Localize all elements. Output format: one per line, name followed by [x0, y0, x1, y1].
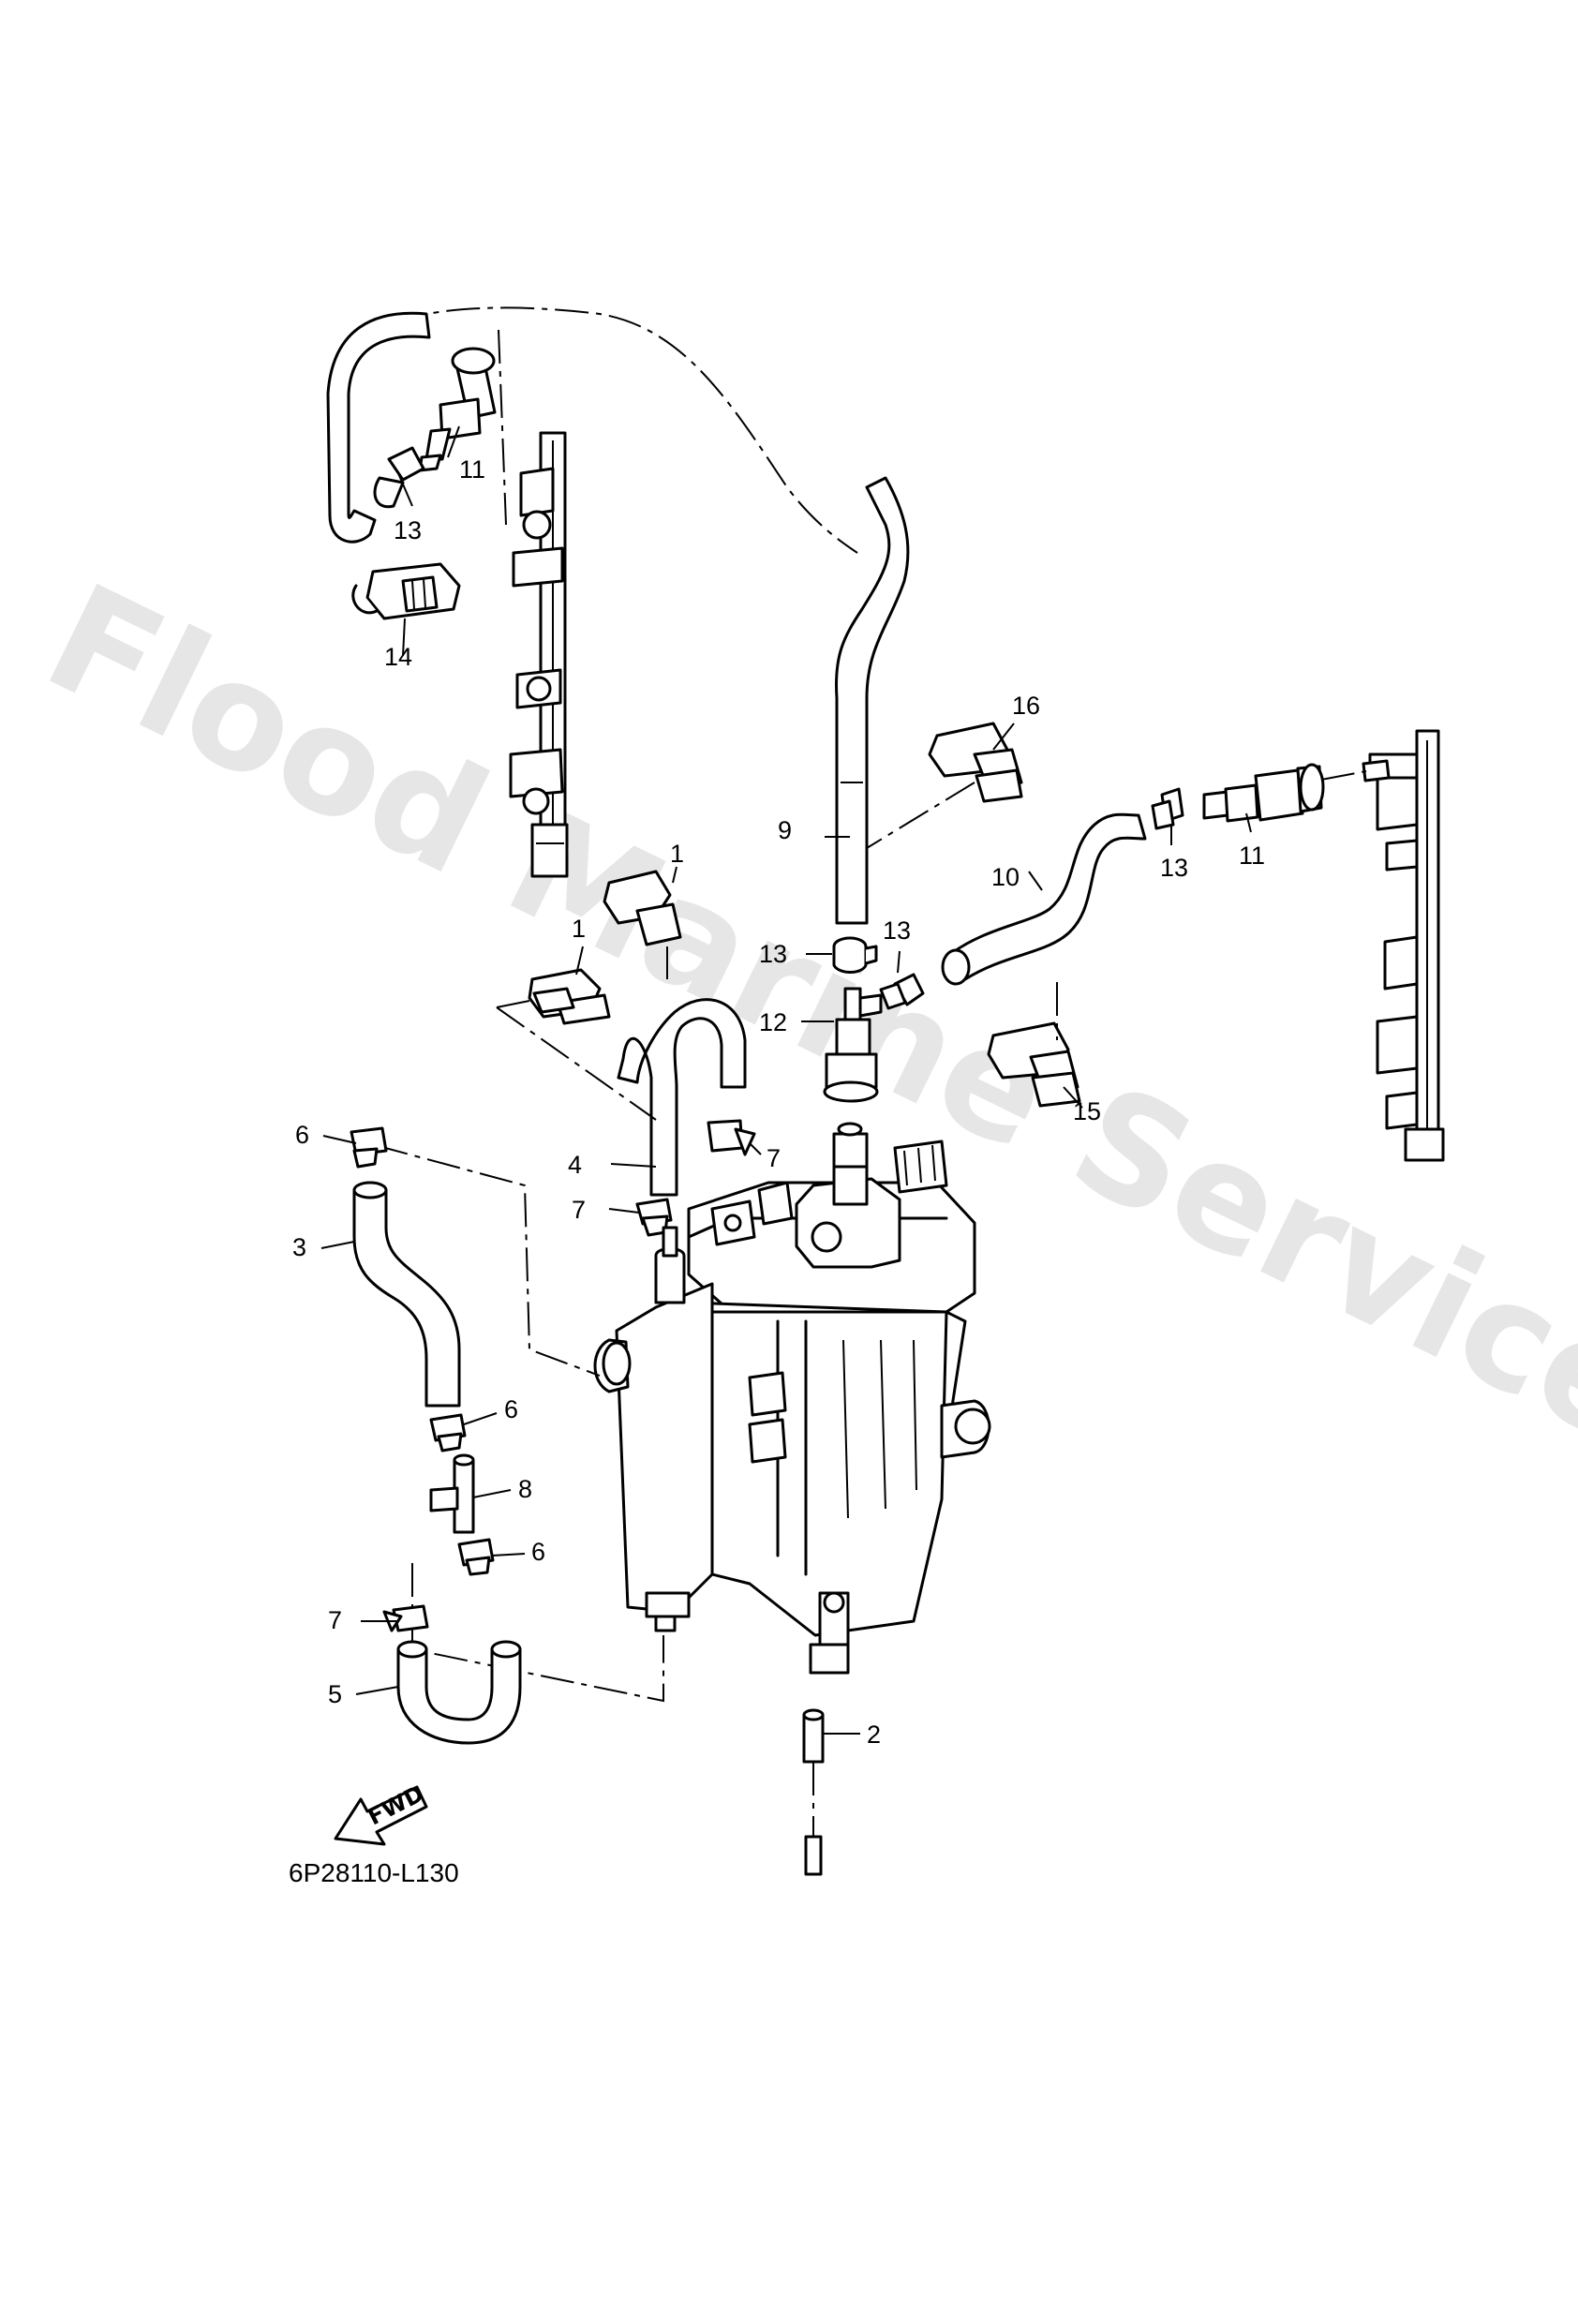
vapor-separator-assembly [593, 1122, 991, 1675]
hose-clamp-6-top [350, 1126, 388, 1169]
hose-2 [802, 1708, 825, 1876]
leader-lines [320, 425, 1252, 1735]
fuel-rail-left [509, 431, 569, 878]
fuel-rail-right [1368, 729, 1445, 1162]
joint-12 [823, 987, 883, 1103]
hose-clamp-13-right-small [879, 973, 925, 1010]
callout-7-low: 7 [328, 1606, 342, 1634]
quick-connector-11-right [1202, 759, 1391, 823]
callout-13-center: 13 [759, 940, 787, 968]
hose-holder-14 [351, 562, 461, 620]
callout-13-top-left: 13 [394, 516, 422, 544]
hose-top-left [326, 311, 431, 544]
hose-clamp-13-top-left [373, 446, 425, 509]
callout-1-lower: 1 [572, 915, 586, 943]
hose-holder-1-upper [603, 870, 682, 946]
routing-line-left-upper [374, 1144, 601, 1377]
forward-direction-arrow: FWD [334, 1780, 428, 1846]
hose-9 [835, 476, 910, 925]
hose-10 [946, 812, 1147, 981]
routing-line-left-rail [498, 329, 507, 526]
callout-15: 15 [1073, 1097, 1101, 1125]
callout-4: 4 [568, 1151, 582, 1179]
routing-line-top [393, 306, 858, 554]
callout-10: 10 [991, 863, 1020, 891]
callout-1-upper: 1 [670, 840, 684, 868]
callout-6-low: 6 [531, 1538, 545, 1566]
callout-11-right: 11 [1239, 842, 1265, 870]
callout-3: 3 [292, 1233, 306, 1261]
routing-line-4 [496, 1006, 657, 1121]
routing-line-16 [866, 782, 975, 849]
hose-clamp-6-low [457, 1538, 495, 1576]
routing-line-11-right [1320, 770, 1367, 781]
hose-holder-16 [928, 722, 1023, 803]
quick-connector-11-top [418, 347, 497, 472]
hose-clamp-6-mid [429, 1413, 467, 1452]
hose-clamp-7-mid [635, 1198, 673, 1237]
callout-13-center-right: 13 [883, 916, 911, 945]
callout-5: 5 [328, 1680, 342, 1708]
hose-5 [396, 1647, 522, 1745]
hose-clamp-13-right [1151, 787, 1184, 830]
callout-6-top: 6 [295, 1121, 309, 1149]
hose-clamp-7-upper [707, 1119, 756, 1156]
hose-clamp-13-center [832, 936, 878, 974]
callout-2: 2 [867, 1721, 881, 1749]
callout-7-mid: 7 [572, 1196, 586, 1224]
callout-12: 12 [759, 1008, 787, 1036]
callout-16: 16 [1012, 692, 1040, 720]
callout-7-upper: 7 [767, 1144, 781, 1172]
hose-holder-15 [987, 1021, 1081, 1108]
callout-11-top: 11 [459, 455, 485, 484]
callout-6-mid: 6 [504, 1395, 518, 1423]
callout-9: 9 [778, 816, 792, 844]
callout-14: 14 [384, 643, 412, 671]
hose-holder-1-lower [528, 968, 611, 1025]
diagram-reference-code: 6P28110-L130 [289, 1858, 459, 1887]
hose-4 [617, 998, 747, 1197]
tee-joint-8 [429, 1453, 475, 1534]
hose-clamp-7-low [382, 1604, 429, 1632]
callout-8: 8 [518, 1475, 532, 1503]
callout-13-right: 13 [1160, 854, 1188, 882]
hose-3 [352, 1188, 461, 1408]
callout-labels: 1 1 2 3 4 5 6 6 6 7 7 7 8 9 10 11 11 12 … [292, 455, 1265, 1749]
